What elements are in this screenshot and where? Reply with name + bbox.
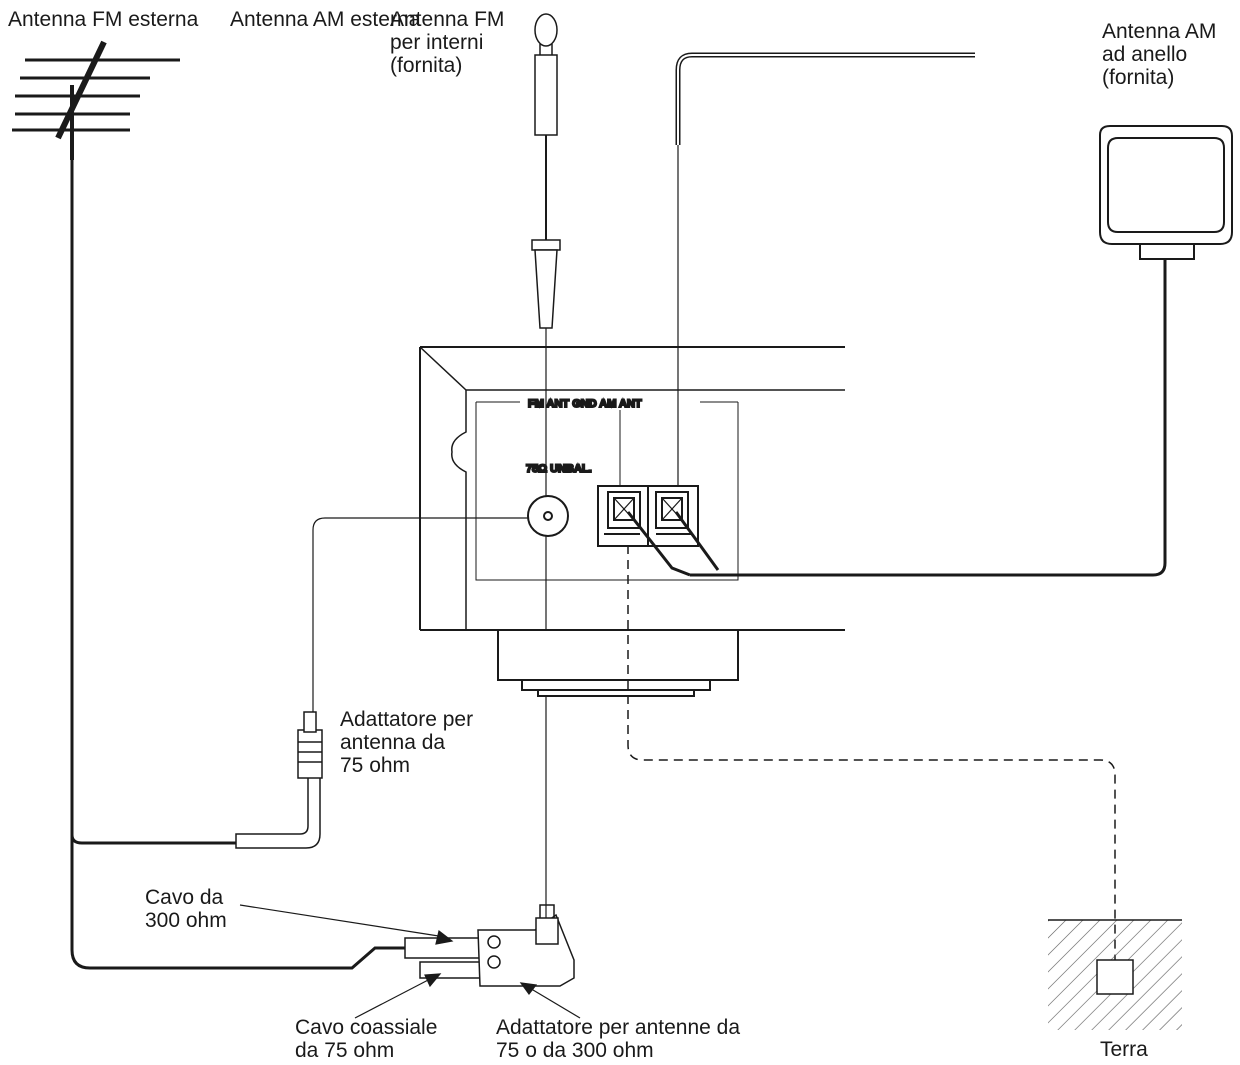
- label-fm-indoor: Antenna FM per interni (fornita): [390, 8, 505, 77]
- label-fm-outdoor: Antenna FM esterna: [8, 8, 199, 31]
- label-cable-300ohm: Cavo da 300 ohm: [145, 886, 227, 932]
- ground-icon: [1048, 919, 1182, 1030]
- label-ground: Terra: [1100, 1038, 1148, 1061]
- label-am-loop: Antenna AM ad anello (fornita): [1102, 20, 1217, 89]
- am-outdoor-antenna-icon: [675, 52, 975, 510]
- am-gnd-terminals-icon[interactable]: [597, 485, 720, 577]
- label-adapter-75ohm: Adattatore per antenna da 75 ohm: [340, 708, 474, 777]
- receiver-back-panel: FM ANT GND AM ANT 75Ω UNBAL.: [419, 346, 845, 697]
- fm-jack-icon[interactable]: [527, 495, 569, 537]
- unbal-label: 75Ω UNBAL.: [526, 463, 592, 475]
- terminals-label: FM ANT GND AM ANT: [528, 398, 642, 410]
- label-coax-75ohm: Cavo coassiale da 75 ohm: [295, 1016, 438, 1062]
- ground-wire: [627, 545, 1116, 962]
- label-am-outdoor: Antenna AM esterna: [230, 8, 421, 31]
- label-adapter-75-300ohm: Adattatore per antenne da 75 o da 300 oh…: [496, 1016, 741, 1062]
- fm-outdoor-cable: [70, 160, 410, 970]
- fm-indoor-antenna-icon: [531, 13, 561, 925]
- adapter-75ohm-icon: [297, 517, 548, 779]
- coax-cable: [235, 774, 321, 849]
- am-loop-antenna-icon: [690, 125, 1233, 577]
- adapter-75-300ohm-icon: [404, 904, 575, 987]
- fm-outdoor-antenna-icon: [12, 40, 180, 160]
- label-pointers: [239, 904, 581, 1019]
